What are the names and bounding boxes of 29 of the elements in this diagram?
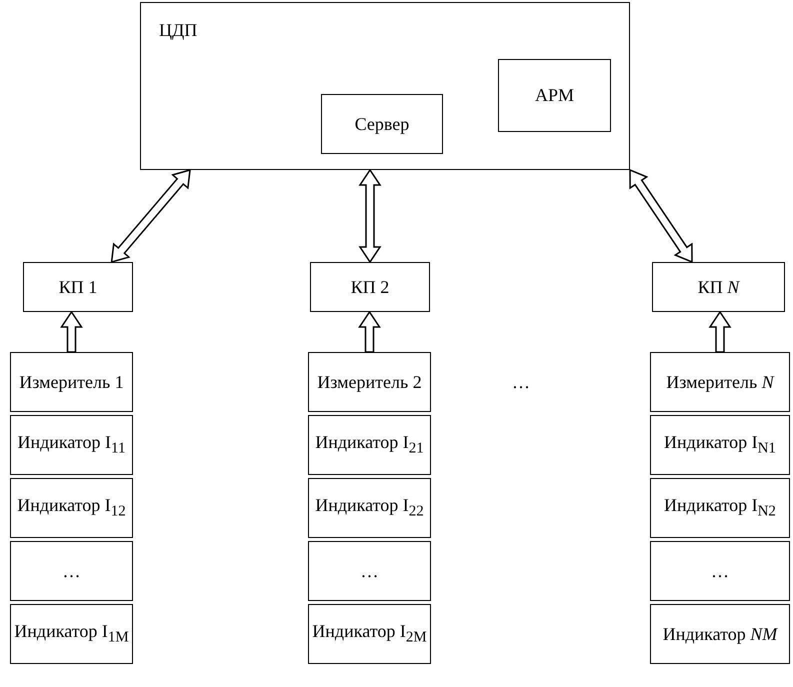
control-point-box: КП N — [652, 262, 785, 312]
hollow-arrow — [110, 168, 191, 264]
meter-box: Измеритель 1 — [10, 352, 133, 412]
indicator-box: Индикатор I$_{N1}$ — [650, 415, 790, 475]
indicator-box: Индикатор I$_{22}$ — [308, 478, 431, 538]
indicator-box: Индикатор I$_{21}$ — [308, 415, 431, 475]
meter-box: Измеритель 2 — [308, 352, 431, 412]
indicator-box: … — [650, 541, 790, 601]
indicator-box: … — [308, 541, 431, 601]
indicator-box: Индикатор I$_{1M}$ — [10, 604, 133, 664]
indicator-box: Индикатор I$_{2M}$ — [308, 604, 431, 664]
hollow-arrow — [358, 168, 382, 264]
control-point-box: КП 2 — [310, 262, 430, 312]
indicator-box: Индикатор I$_{11}$ — [10, 415, 133, 475]
indicator-box: … — [10, 541, 133, 601]
control-center-box — [140, 2, 630, 170]
hollow-arrow — [60, 310, 83, 353]
group-title: ЦДП — [159, 21, 198, 40]
indicator-box: Индикатор I$_{N2}$ — [650, 478, 790, 538]
server-box: Сервер — [321, 94, 443, 154]
hollow-arrow — [629, 168, 693, 264]
indicator-box: Индикатор I$_{12}$ — [10, 478, 133, 538]
workstation-box: АРМ — [498, 59, 611, 132]
hollow-arrow — [358, 310, 381, 353]
indicator-box: Индикатор NM — [650, 604, 790, 664]
ellipsis-text: … — [512, 372, 530, 393]
control-point-box: КП 1 — [23, 262, 133, 312]
hollow-arrow — [708, 310, 732, 353]
meter-box: Измеритель N — [650, 352, 790, 412]
